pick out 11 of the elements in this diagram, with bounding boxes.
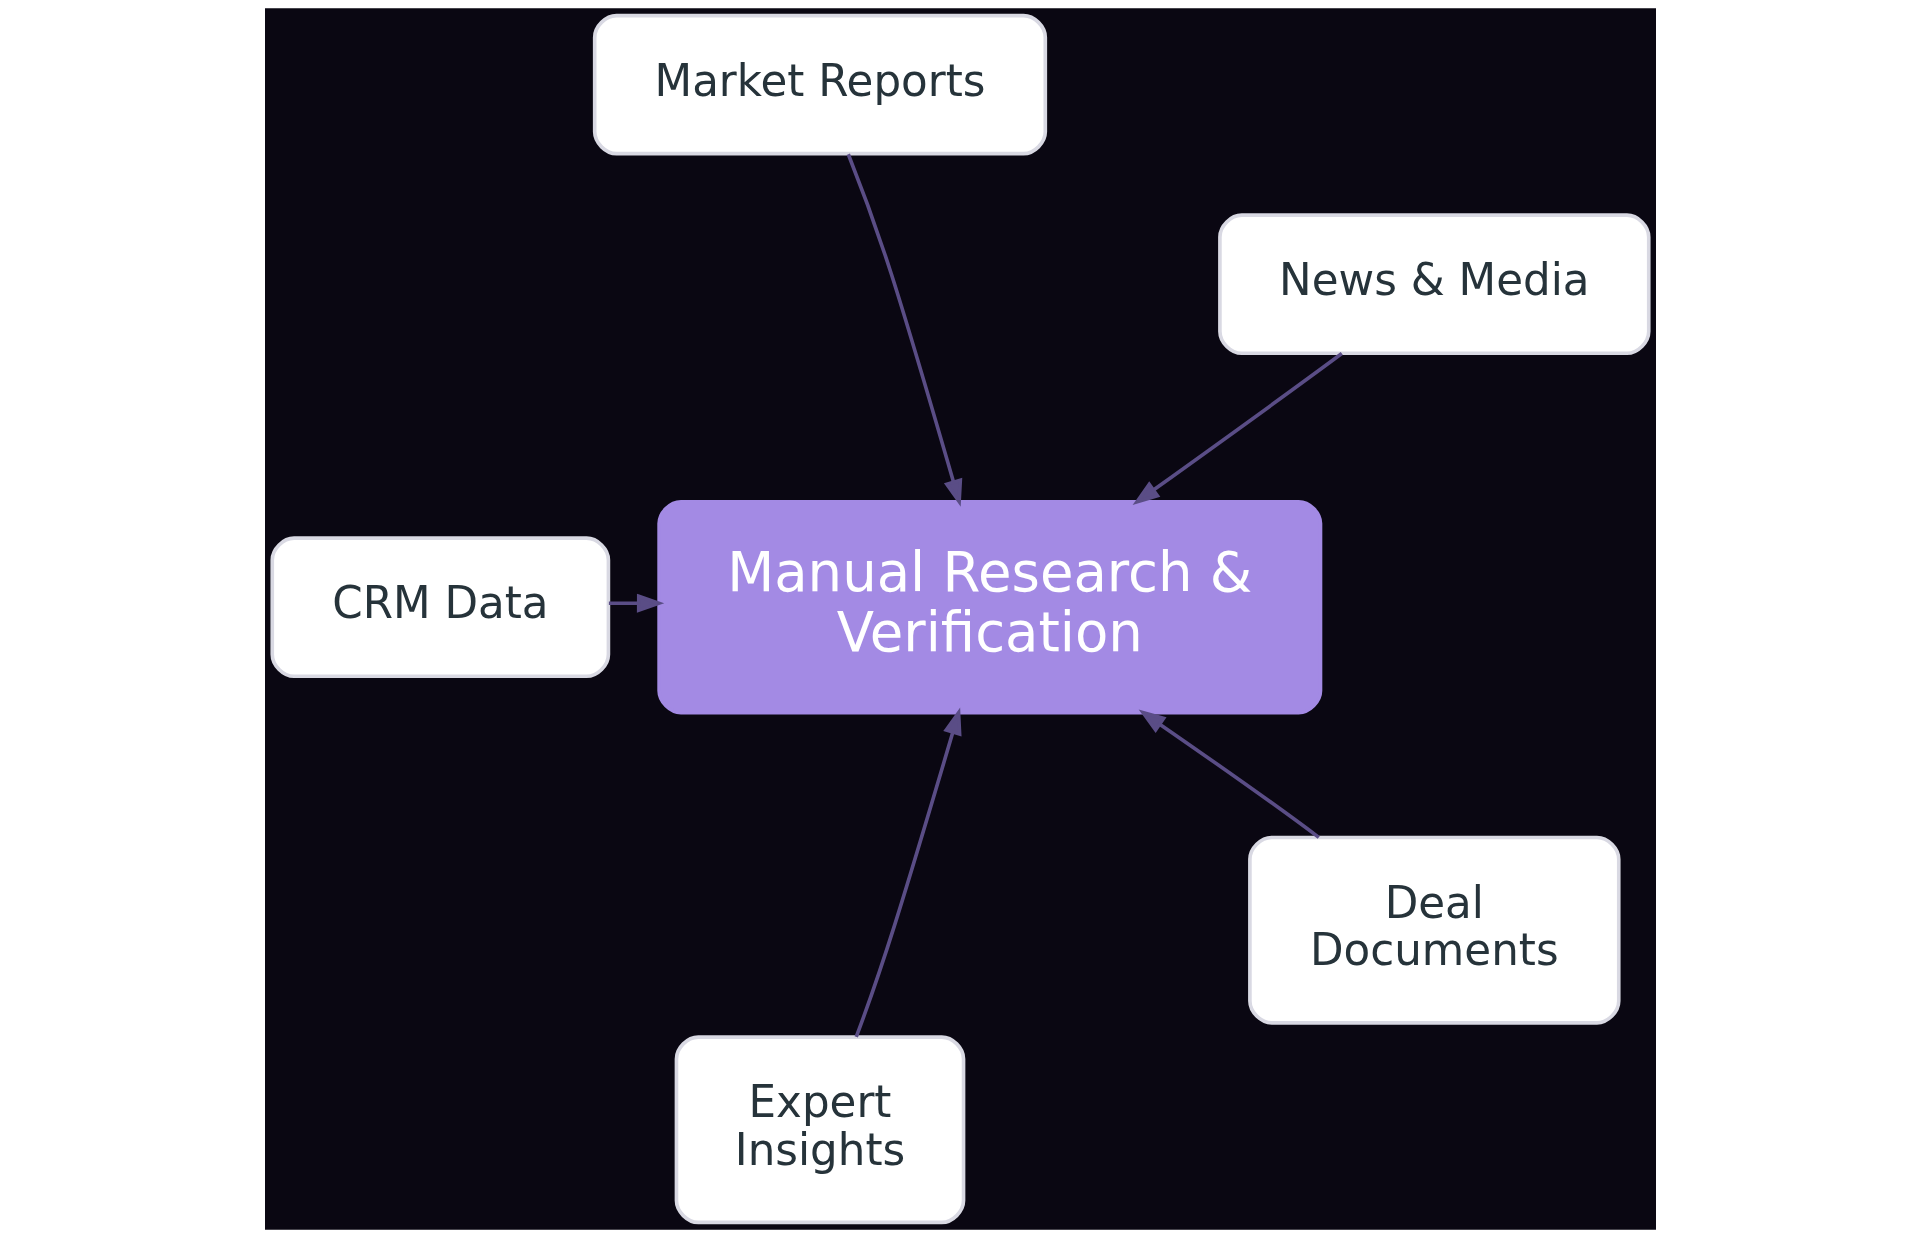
arrow [1132, 352, 1343, 505]
arrow [854, 707, 962, 1038]
node-box: Deal Documents [1247, 835, 1621, 1025]
node-box: CRM Data [269, 536, 610, 679]
arrow [1138, 709, 1320, 839]
arrow [608, 593, 664, 613]
node-box: Expert Insights [674, 1035, 965, 1225]
arrow [846, 153, 962, 507]
node-box: Market Reports [592, 13, 1047, 156]
node-box: Manual Research & Verification [656, 500, 1322, 715]
node-box: News & Media [1217, 213, 1651, 356]
